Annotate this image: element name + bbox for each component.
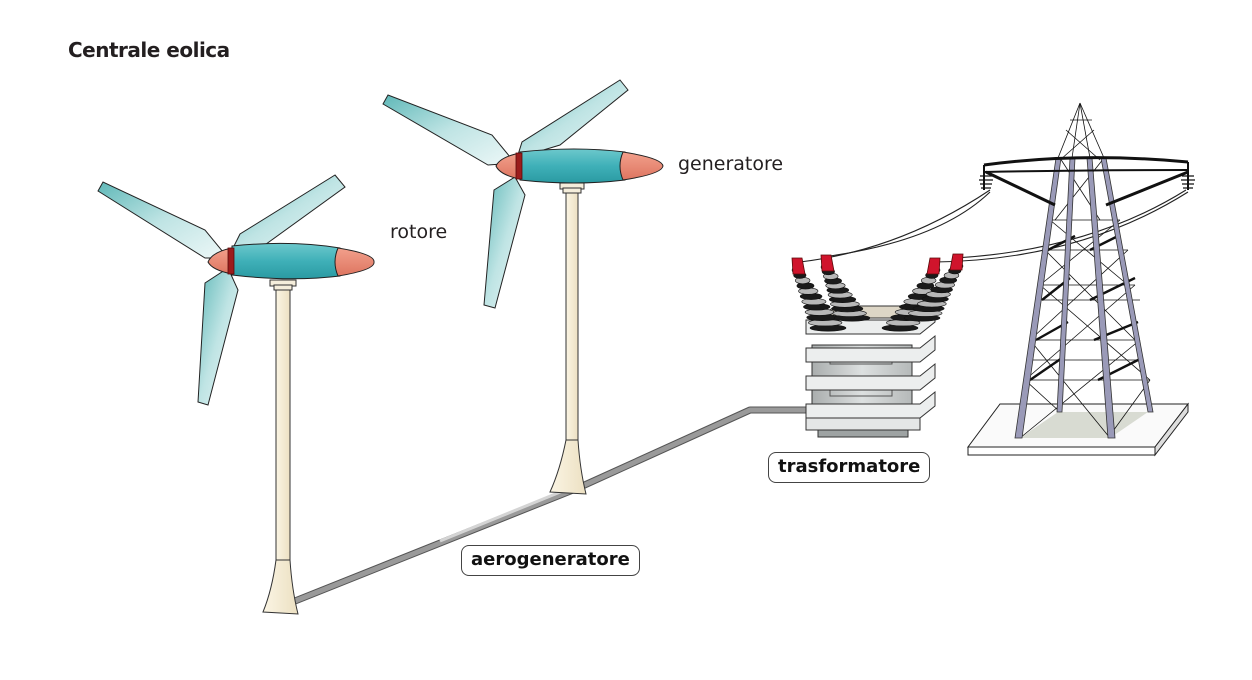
pylon-lattice <box>1019 102 1151 439</box>
lattice-member <box>1044 249 1136 341</box>
insulator-tip <box>791 257 806 275</box>
lattice-member <box>1054 157 1105 221</box>
lattice-member <box>1039 284 1151 381</box>
insulators <box>791 253 964 332</box>
wind-turbine-1 <box>97 174 375 615</box>
insulator-tip <box>820 254 835 272</box>
lattice-member <box>1019 339 1141 439</box>
lattice-member <box>1107 379 1151 439</box>
insulator-bushing <box>903 253 964 322</box>
label-trasformatore: trasformatore <box>768 452 931 483</box>
lattice-member <box>1029 249 1129 341</box>
transformer-body <box>805 306 936 438</box>
nacelle <box>207 242 375 280</box>
lattice-member <box>1079 102 1091 159</box>
label-generatore: generatore <box>678 153 784 175</box>
lattice-member <box>1029 357 1063 381</box>
lattice-member <box>1065 129 1101 161</box>
lattice-member <box>1079 102 1105 159</box>
diagram-title: Centrale eolica <box>68 38 230 62</box>
label-aerogeneratore: aerogeneratore <box>461 545 640 576</box>
wind-turbine-2 <box>382 79 664 495</box>
nacelle <box>495 148 664 184</box>
lattice-member <box>1029 339 1111 439</box>
crossarm-insulator-right <box>1181 175 1195 189</box>
lattice-member <box>1024 284 1136 381</box>
rotor-blades <box>97 174 346 406</box>
transmission-pylon <box>967 102 1195 457</box>
tower <box>262 279 299 615</box>
lattice-member <box>1024 379 1061 413</box>
lattice-member <box>1059 129 1095 161</box>
lattice-member <box>1057 102 1081 159</box>
pylon-crossarm <box>979 156 1195 207</box>
transformer <box>791 253 964 438</box>
crossarm-insulator-left <box>979 175 993 189</box>
pylon-legs <box>1014 157 1154 439</box>
power-lines <box>799 189 1189 263</box>
lattice-member <box>1049 219 1129 286</box>
insulator-tip <box>926 257 941 275</box>
insulator-bushing <box>791 257 847 332</box>
label-rotore: rotore <box>390 221 448 243</box>
lattice-member <box>1039 219 1121 286</box>
lattice-member <box>1071 102 1081 159</box>
insulator-bushing <box>820 254 871 322</box>
rotor-blades <box>382 79 629 309</box>
insulator-tip <box>949 253 964 271</box>
pylon-base <box>967 402 1190 457</box>
tower <box>549 182 587 495</box>
